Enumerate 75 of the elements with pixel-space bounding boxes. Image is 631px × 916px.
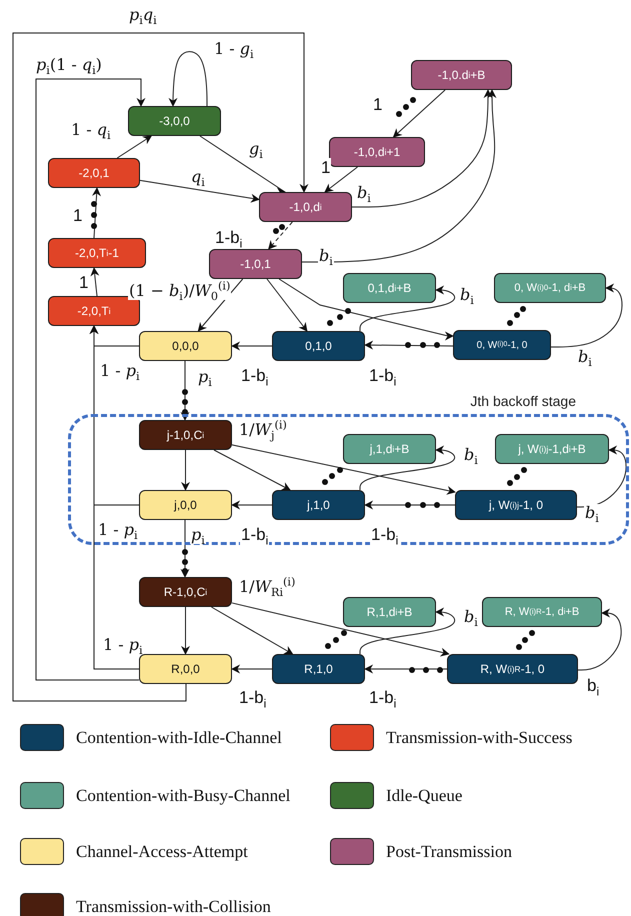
arrow bbox=[90, 325, 140, 670]
legend-label: Contention-with-Busy-Channel bbox=[76, 786, 290, 806]
edge-label: b$_{i}$ bbox=[463, 608, 479, 626]
edge-label: b$_{i}$ bbox=[586, 676, 600, 696]
edge-label: 1 - q$_{i}$ bbox=[70, 121, 112, 140]
arrow bbox=[278, 278, 454, 340]
edge-label: 1-b$_{i}$ bbox=[238, 688, 268, 708]
state-box: 0,0,0 bbox=[139, 331, 232, 361]
arrow bbox=[200, 136, 286, 192]
arrow bbox=[364, 664, 448, 674]
edge-label: 1 - p$_{i}$ bbox=[97, 521, 139, 540]
arrow bbox=[140, 180, 260, 203]
arrow bbox=[360, 608, 456, 654]
arrow bbox=[360, 446, 456, 490]
arrow bbox=[576, 446, 627, 508]
state-box: -3,0,0 bbox=[128, 106, 221, 136]
arrow bbox=[116, 136, 152, 158]
arrow bbox=[231, 342, 272, 350]
edge-label: b$_{i}$ bbox=[463, 446, 479, 464]
legend-label: Transmission-with-Success bbox=[386, 728, 572, 748]
state-box: -2,0,1 bbox=[48, 158, 140, 188]
arrow bbox=[352, 89, 492, 208]
arrow bbox=[364, 340, 454, 350]
edge-label: 1 - g$_{i}$ bbox=[213, 40, 255, 58]
arrow bbox=[180, 360, 190, 421]
legend-label: Channel-Access-Attempt bbox=[76, 842, 248, 862]
arrow bbox=[214, 450, 291, 490]
edge-label: b$_{i}$ bbox=[356, 184, 372, 202]
state-box: j,0,0 bbox=[139, 490, 232, 520]
state-box: R,0,0 bbox=[139, 654, 232, 684]
edge-label: b$_{i}$ bbox=[584, 504, 600, 522]
state-box: R,1,0 bbox=[272, 654, 365, 684]
arrow bbox=[364, 500, 456, 510]
arrow bbox=[12, 32, 308, 702]
arrow bbox=[36, 78, 146, 680]
legend-label: Transmission-with-Collision bbox=[76, 896, 271, 916]
arrow bbox=[392, 90, 446, 138]
arrow bbox=[180, 520, 190, 578]
arrow bbox=[198, 278, 244, 332]
arrow bbox=[181, 450, 190, 491]
legend-label: Post-Transmission bbox=[386, 842, 512, 862]
edge-label: 1-b$_{i}$ bbox=[368, 366, 398, 386]
arrow bbox=[92, 187, 101, 238]
arrow bbox=[168, 51, 208, 107]
arrow bbox=[578, 608, 622, 670]
legend-label: Contention-with-Idle-Channel bbox=[76, 728, 282, 748]
arrow bbox=[302, 89, 496, 262]
arrow bbox=[232, 602, 450, 657]
state-box: -1,0,1 bbox=[209, 249, 302, 279]
arrow bbox=[181, 606, 190, 655]
arrow bbox=[266, 278, 308, 332]
arrow bbox=[324, 166, 358, 193]
edge-label: p$_{i}$(1 - q$_{i}$) bbox=[35, 56, 103, 74]
edge-label: 1 - p$_{i}$ bbox=[102, 636, 144, 654]
edge-label: 1-b$_{i}$ bbox=[370, 525, 400, 545]
edge-label: b$_{i}$ bbox=[459, 286, 475, 304]
arrow bbox=[210, 606, 294, 654]
arrow bbox=[232, 444, 456, 495]
edge-label: 1-b$_{i}$ bbox=[368, 688, 398, 708]
state-box: 0,1,0 bbox=[272, 331, 365, 361]
arrow bbox=[231, 664, 272, 674]
stage-heading: Jth backoff stage bbox=[470, 393, 576, 409]
arrow bbox=[360, 286, 456, 332]
edge-label: b$_{i}$ bbox=[577, 348, 593, 366]
legend-label: Idle-Queue bbox=[386, 786, 462, 806]
state-box: j,1,0 bbox=[272, 490, 365, 520]
edge-label: 1-b$_{i}$ bbox=[240, 366, 270, 386]
edge-label: 1-b$_{i}$ bbox=[240, 525, 270, 545]
edge-label: b$_{i}$ bbox=[318, 247, 334, 266]
arrow bbox=[231, 500, 272, 510]
arrow bbox=[550, 284, 622, 348]
arrow bbox=[268, 222, 293, 250]
edge-label: 1-b$_{i}$ bbox=[214, 228, 244, 248]
edge-label: 1 - p$_{i}$ bbox=[99, 362, 141, 380]
arrow bbox=[90, 267, 100, 296]
